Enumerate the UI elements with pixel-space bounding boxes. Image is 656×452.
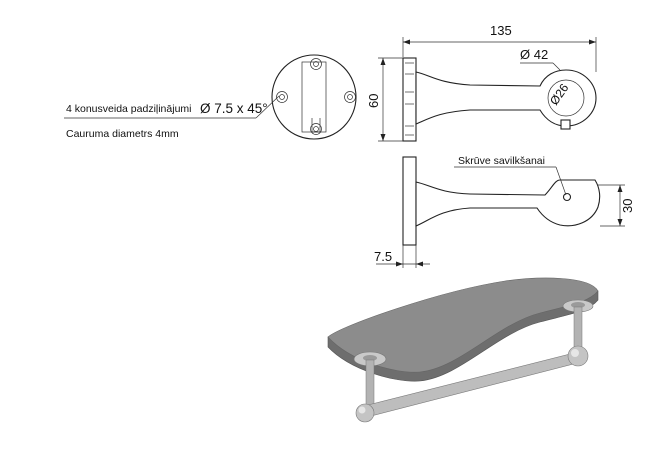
flange-front-view [271, 54, 357, 140]
shelf-3d-render [327, 277, 599, 423]
countersink-value: Ø 7.5 x 45° [200, 101, 268, 116]
side-view-bottom [376, 156, 625, 268]
dim-side-height: 30 [620, 199, 635, 213]
dim-overall-length: 135 [490, 23, 512, 38]
side-view-top [378, 37, 597, 142]
dim-flange-thickness: 7.5 [374, 249, 392, 264]
countersink-leader [64, 95, 280, 119]
hole-diameter-note: Cauruma diametrs 4mm [66, 128, 179, 140]
screw-note: Skrūve savilkšanai [458, 155, 545, 167]
dim-flange-height: 60 [366, 94, 381, 108]
dim-tube-outer: Ø 42 [520, 47, 548, 62]
countersink-note: 4 konusveida padziļinājumi [66, 103, 192, 115]
countersink-holes [276, 58, 356, 135]
